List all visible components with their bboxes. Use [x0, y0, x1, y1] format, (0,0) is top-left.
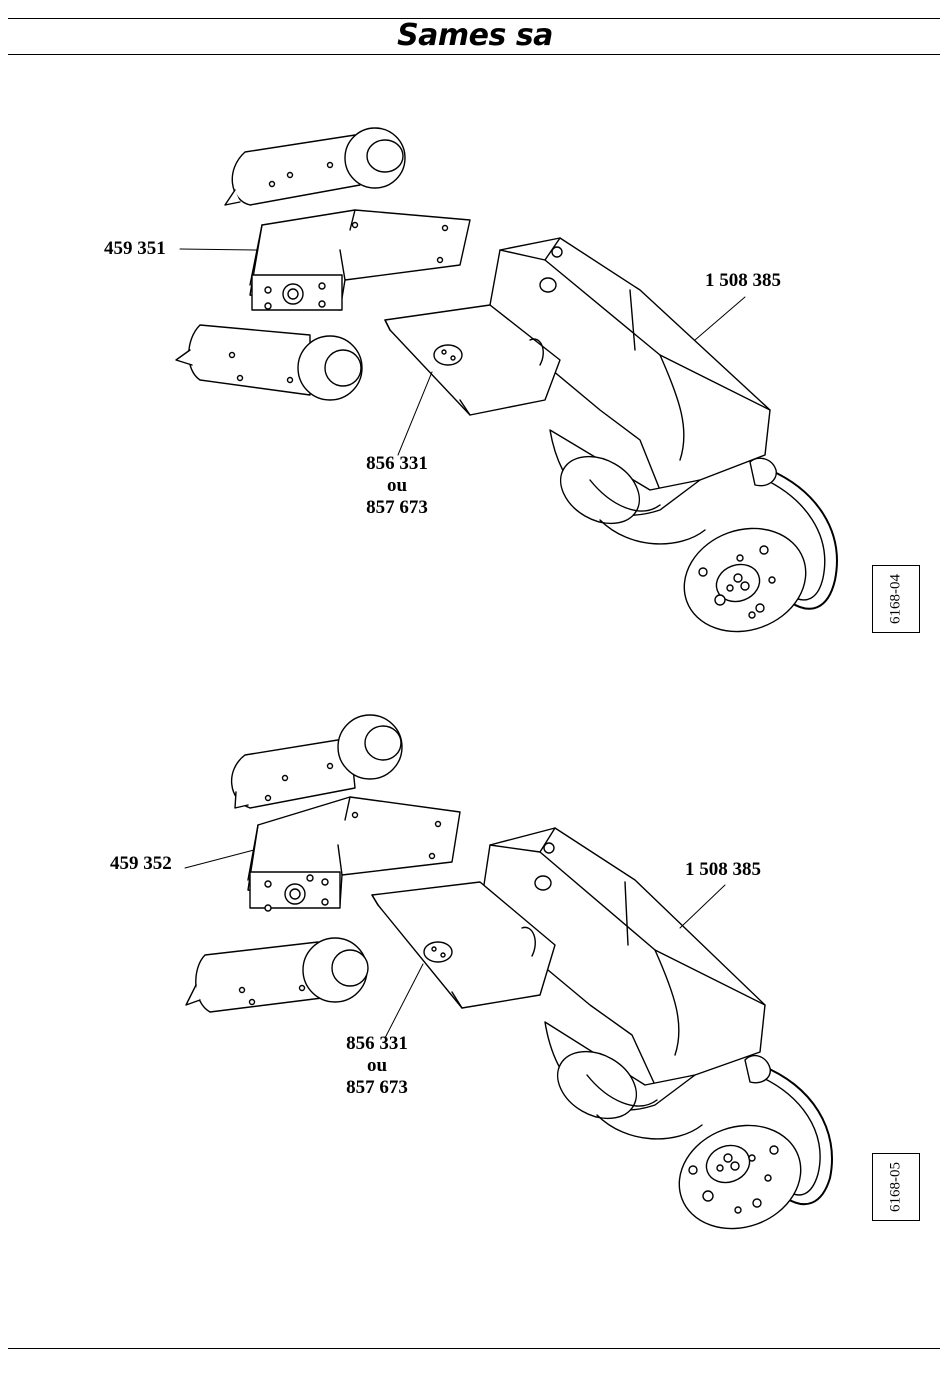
part-number-bottom-line3: 857 673: [332, 1077, 422, 1099]
footer-rule: [8, 1348, 940, 1349]
part-number-bottom-line2: ou: [352, 475, 442, 497]
part-number-bottom: 856 331 ou 857 673: [352, 453, 442, 519]
leader-line-bottom: [398, 372, 432, 455]
part-number-bottom-line1: 856 331: [332, 1033, 422, 1055]
mounting-flange: [665, 1109, 816, 1245]
part-number-left: 459 352: [110, 853, 172, 875]
applicator-drawing-2: [0, 700, 950, 1260]
applicator-drawing-1: [0, 110, 950, 670]
leader-line-right: [695, 297, 745, 340]
header-rule-bottom: [8, 54, 940, 55]
part-number-bottom-line1: 856 331: [352, 453, 442, 475]
drawing-reference-box: 6168-04: [872, 565, 920, 633]
drawing-reference: 6168-05: [888, 1162, 905, 1212]
leader-line-right: [680, 885, 725, 928]
exploded-view-figure-2: 459 352 1 508 385 856 331 ou 857 673 616…: [0, 700, 950, 1260]
part-number-left: 459 351: [104, 238, 166, 260]
mounting-flange: [670, 512, 821, 648]
valve-cylinder-upper: [232, 715, 402, 808]
leader-line-bottom: [385, 964, 423, 1038]
part-number-right: 1 508 385: [705, 270, 781, 292]
drawing-reference: 6168-04: [888, 574, 905, 624]
valve-cylinder-upper: [225, 128, 405, 205]
valve-cylinder-lower: [176, 325, 362, 400]
part-number-bottom-line3: 857 673: [352, 497, 442, 519]
drawing-reference-box: 6168-05: [872, 1153, 920, 1221]
valve-cylinder-lower: [186, 938, 368, 1012]
part-number-right: 1 508 385: [685, 859, 761, 881]
leader-line-left: [185, 850, 254, 868]
leader-line-left: [180, 249, 258, 250]
part-number-bottom-line2: ou: [332, 1055, 422, 1077]
part-number-bottom: 856 331 ou 857 673: [332, 1033, 422, 1099]
exploded-view-figure-1: 459 351 1 508 385 856 331 ou 857 673 616…: [0, 110, 950, 670]
company-logo: Sames sa: [0, 18, 950, 53]
